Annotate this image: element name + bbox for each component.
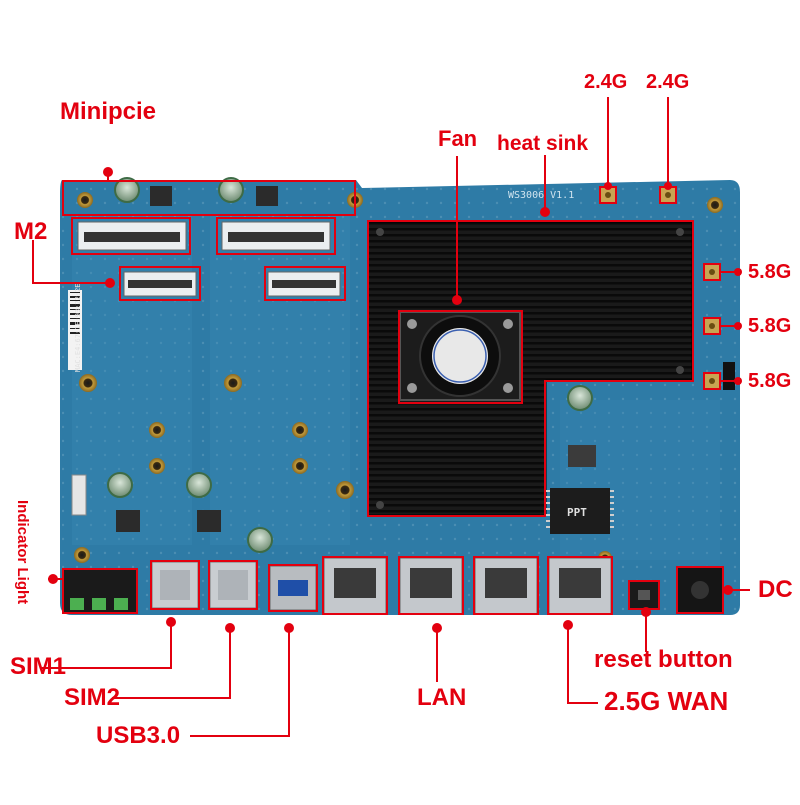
annotation-lines (32, 97, 750, 737)
inductors (116, 186, 596, 532)
mac-sticker-text: MAC:E4:67:1E:93:22:2E (74, 283, 82, 372)
heatsink-outline (367, 220, 694, 517)
fan-box (398, 310, 523, 404)
usb-port (269, 565, 317, 611)
minipcie-box (62, 180, 356, 216)
sim-slots (151, 561, 257, 609)
fan (399, 311, 521, 401)
label-2.4g-2: 2.4G (646, 71, 690, 93)
label-sim1: SIM1 (10, 653, 67, 680)
fpc-connector (71, 474, 87, 516)
mounting-holes (74, 192, 723, 565)
wan-port (548, 557, 612, 615)
phy-chip (546, 488, 614, 534)
label-5.8g-2: 5.8G (748, 315, 792, 337)
m2-box-4 (264, 266, 346, 301)
label-2.4g-1: 2.4G (584, 71, 628, 93)
label-minipcie: Minipcie (60, 98, 157, 125)
m2-box-2 (216, 217, 336, 255)
label-usb30: USB3.0 (96, 722, 181, 749)
label-fan: Fan (438, 126, 478, 151)
label-indicator-light: Indicator Light (14, 500, 31, 605)
chip-marking-text: PPT (567, 506, 587, 519)
mac-sticker (68, 290, 82, 370)
m2-slots (77, 221, 341, 297)
capacitors (107, 177, 593, 553)
label-sim2: SIM2 (64, 684, 121, 711)
label-reset-button: reset button (594, 646, 733, 673)
label-2.5g-wan: 2.5G WAN (604, 686, 729, 716)
board-model-text: WS3006 V1.1 (508, 190, 574, 201)
label-dc: DC (758, 576, 793, 603)
m2-box-1 (71, 217, 191, 255)
reset-button (630, 582, 658, 608)
dc-jack (678, 568, 722, 612)
lan-ports (323, 557, 538, 615)
indicator-lights (64, 570, 136, 612)
label-lan: LAN (417, 684, 467, 711)
label-5.8g-1: 5.8G (748, 261, 792, 283)
label-m2: M2 (14, 218, 48, 245)
annotation-dots (48, 167, 742, 633)
label-heat-sink: heat sink (497, 132, 589, 155)
m2-box-3 (119, 266, 201, 301)
label-5.8g-3: 5.8G (748, 370, 792, 392)
pin-header (723, 362, 735, 390)
antenna-connectors (601, 188, 719, 388)
